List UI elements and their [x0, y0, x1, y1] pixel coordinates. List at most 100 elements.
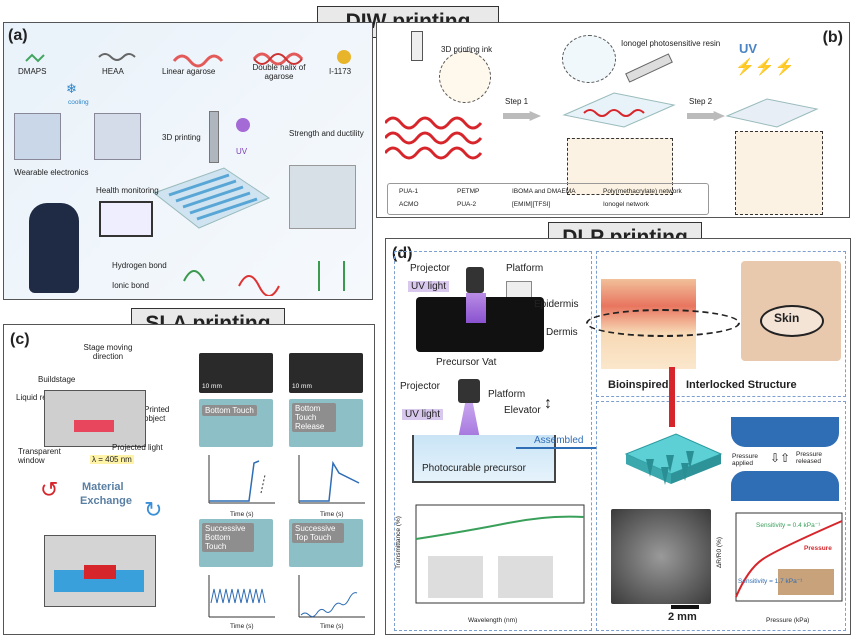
- scale-bar-2: 10 mm: [292, 383, 312, 390]
- sensor-photo: [611, 509, 711, 604]
- legend-box: [387, 183, 709, 215]
- ink-circle: [439, 51, 491, 103]
- panel-d: (d) Projector Platform UV light Precurso…: [385, 238, 851, 635]
- sensitivity-plot: [735, 512, 843, 602]
- runner-figure: [29, 203, 79, 293]
- assembled-label: Assembled: [534, 435, 584, 446]
- sens1-label: Sensitivity = 0.4 kPa⁻¹: [756, 522, 821, 529]
- interlocked-structure-3d: [624, 433, 723, 485]
- ink-label: 3D printing ink: [441, 45, 493, 54]
- red-double-arrow: [669, 367, 675, 427]
- window-label: Transparent window: [18, 447, 61, 465]
- interlock-diagram-bottom: [731, 471, 839, 501]
- gel-cube-2: [94, 113, 141, 160]
- time-axis-4: Time (s): [320, 623, 344, 630]
- time-axis-3: Time (s): [230, 623, 254, 630]
- sens-ylabel: ΔR/R0 (%): [716, 536, 724, 569]
- legend-acmo: ACMO: [399, 201, 419, 208]
- network-zoom-2: [735, 131, 823, 215]
- interlock-diagram-top: [731, 417, 839, 447]
- panel-a-label: (a): [8, 27, 28, 44]
- photo-block: [289, 353, 363, 393]
- precursor-tank: [412, 435, 556, 483]
- released-label: Pressure released: [796, 451, 823, 465]
- material-dmaps: DMAPS: [18, 67, 47, 76]
- material-heaa: HEAA: [102, 67, 124, 76]
- panel-b-label: (b): [822, 29, 843, 46]
- projector-lens-2: [458, 379, 480, 403]
- uvlight-label-2: UV light: [402, 409, 444, 420]
- trans-ylabel: Transmittance (%): [394, 516, 402, 569]
- molecule-icons: [25, 50, 351, 68]
- syringe-icon-b2: [625, 53, 673, 83]
- legend-pua2: PUA-2: [457, 201, 477, 208]
- resin-label: Ionogel photosensitive resin: [621, 39, 721, 48]
- cured-layer: [725, 98, 819, 128]
- step2-label: Step 2: [689, 97, 713, 106]
- structure-box: [596, 401, 846, 631]
- skin-label: Skin: [774, 311, 800, 325]
- legend-petmp: PETMP: [457, 188, 480, 195]
- stage-label: Stage moving direction: [83, 343, 133, 361]
- trans-xlabel: Wavelength (nm): [468, 617, 518, 624]
- vat-label: Precursor Vat: [436, 357, 497, 368]
- touch4-label: Successive Top Touch: [292, 523, 344, 543]
- amplitude-plot-1: [199, 453, 277, 511]
- printed-label: Printed object: [144, 405, 170, 423]
- gel-cube-1: [14, 113, 61, 160]
- strength-label: Strength and ductility: [289, 129, 364, 138]
- skin-oval: [760, 305, 824, 337]
- health-label: Health monitoring: [96, 186, 159, 195]
- amplitude-plot-4: [289, 573, 367, 625]
- step1-label: Step 1: [505, 97, 529, 106]
- touch1-label: Bottom Touch: [202, 405, 257, 416]
- exchange-label: Exchange: [80, 495, 132, 507]
- interlocked-label: Interlocked Structure: [686, 379, 797, 391]
- material-label: Material: [82, 481, 124, 493]
- exchange-arrow-red-icon: ↺: [40, 477, 59, 502]
- projector-label-1: Projector: [410, 263, 451, 274]
- material-i1173: I-1173: [329, 67, 352, 76]
- scale-bar-1: 10 mm: [202, 383, 222, 390]
- red-object-bottom: [84, 565, 116, 579]
- red-resin-object: [74, 420, 114, 432]
- vat-light-beam: [466, 293, 486, 323]
- resin-circle: [562, 35, 616, 83]
- projector-lens-1: [466, 267, 484, 293]
- touch2-label: Bottom Touch Release: [292, 403, 336, 432]
- syringe-icon: [209, 111, 219, 163]
- material-linear-agarose: Linear agarose: [162, 67, 216, 76]
- bond-structures: [183, 261, 345, 296]
- laptop-icon: [99, 201, 153, 237]
- coated-layer: [562, 92, 676, 128]
- bioinspired-label: Bioinspired: [608, 379, 669, 391]
- touch3-label: Successive Bottom Touch: [202, 523, 254, 552]
- skin-ellipse: [586, 309, 740, 337]
- panel-c-label: (c): [10, 331, 30, 348]
- arrow-step1: [503, 111, 541, 121]
- pressure-arrows-icon: ⇩⇧: [770, 451, 791, 465]
- wearable-label: Wearable electronics: [14, 168, 89, 177]
- ionic-label: Ionic bond: [112, 281, 149, 290]
- legend-poly-network: Poly(methacrylate) network: [603, 188, 682, 195]
- platform-label-2: Platform: [488, 389, 526, 400]
- printing-label: 3D printing: [162, 133, 201, 142]
- time-axis-1: Time (s): [230, 511, 254, 518]
- legend-ionogel: Ionogel network: [603, 201, 649, 208]
- projector-label-2: Projector: [400, 381, 441, 392]
- time-axis-2: Time (s): [320, 511, 344, 518]
- platform-label-1: Platform: [506, 263, 544, 274]
- cooling-label: cooling: [68, 99, 89, 106]
- uv-lamp-icon: [236, 118, 250, 132]
- uv-label-b: UV: [739, 41, 758, 56]
- scale-bar-label: 2 mm: [668, 611, 697, 623]
- lightning-icon: ⚡⚡⚡: [735, 59, 795, 76]
- buildstage-label: Buildstage: [38, 375, 76, 384]
- assembled-arrow: [516, 447, 596, 449]
- panel-d-label: (d): [392, 245, 413, 262]
- sla-printer-top: [44, 390, 146, 447]
- panel-c: (c) Stage moving direction Buildstage Li…: [3, 324, 375, 635]
- panel-b: (b) 3D printing ink Step 1 Ionogel photo…: [376, 22, 850, 218]
- snowflake-icon: ❄: [66, 81, 77, 96]
- panel-a: (a) DMAPS HEAA Linear agarose Double hal…: [3, 22, 373, 300]
